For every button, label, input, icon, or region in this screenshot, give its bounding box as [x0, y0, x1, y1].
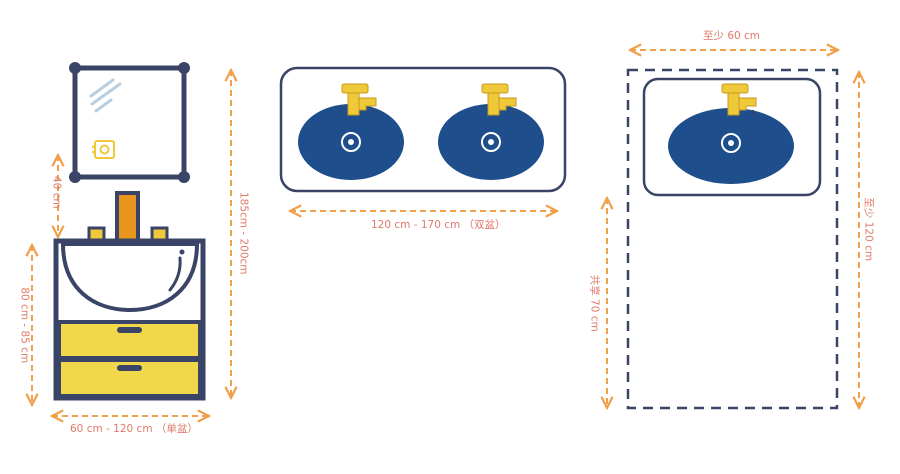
faucet-icon-left: [341, 83, 377, 116]
clearance-zone: [626, 68, 839, 410]
label-mirror-gap: 40 cm: [50, 175, 63, 209]
label-min-depth: 至少 120 cm: [862, 197, 875, 262]
label-vanity-height: 80 cm - 85 cm: [18, 287, 31, 364]
double-basin-counter: [279, 66, 567, 193]
mirror-glare-icon: [89, 78, 122, 113]
faucet-icon-right: [481, 83, 517, 116]
label-single-width: 60 cm - 120 cm （单盆）: [70, 423, 198, 435]
outlet-icon: [92, 140, 115, 159]
single-basin-counter: [642, 77, 822, 197]
vanity-faucet-icon: [115, 191, 140, 243]
label-mirror-total-height: 185cm - 200cm: [237, 191, 250, 275]
vanity-basin: [60, 242, 200, 313]
label-shared-depth: 共享 70 cm: [588, 274, 601, 332]
label-min-width: 至少 60 cm: [703, 30, 761, 42]
faucet-icon-single: [721, 83, 757, 116]
single-vanity: [53, 191, 206, 401]
mirror: [69, 62, 190, 183]
label-double-width: 120 cm - 170 cm （双盆）: [371, 219, 506, 231]
